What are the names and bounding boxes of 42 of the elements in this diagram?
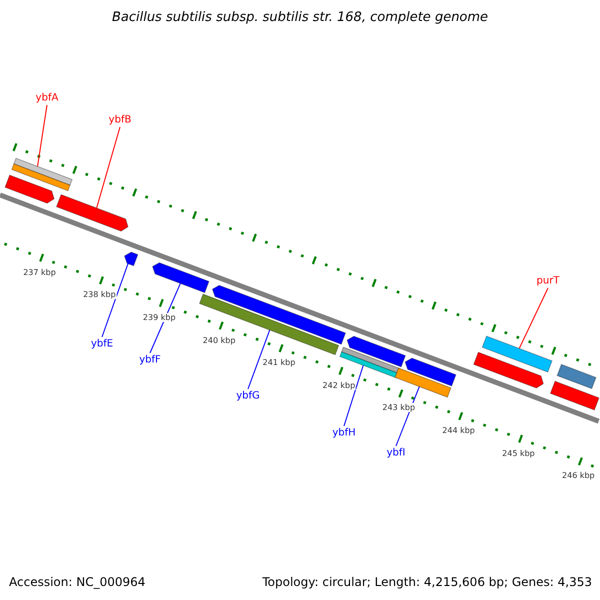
scale-label: 242 kbp	[322, 380, 356, 390]
footer-text: Accession: NC_000964	[9, 575, 146, 589]
gene-label: ybfE	[90, 338, 114, 350]
gene-feature	[550, 380, 600, 410]
scale-label: 237 kbp	[22, 268, 57, 277]
gene-label: ybfI	[386, 448, 406, 458]
gene-feature	[124, 252, 138, 266]
gene-feature	[56, 194, 128, 232]
gene-label: purT	[536, 276, 560, 286]
gene-feature	[394, 368, 452, 398]
gene-feature	[473, 352, 544, 388]
gene-feature	[482, 336, 553, 373]
gene-feature	[199, 294, 340, 356]
scale-label: 243 kbp	[381, 403, 416, 412]
scale-label: 244 kbp	[441, 426, 476, 436]
gene-label: ybfF	[139, 354, 161, 366]
gene-feature	[556, 364, 596, 390]
gene-feature	[11, 158, 73, 192]
scale-label: 241 kbp	[262, 358, 296, 368]
gene-label: ybfH	[332, 428, 356, 438]
leader-line	[37, 104, 48, 167]
leader-line	[248, 330, 270, 390]
leader-line	[518, 288, 548, 349]
footer-text: Topology: circular; Length: 4,215,606 bp; Genes: 4,353	[262, 575, 592, 589]
gene-feature	[404, 358, 456, 386]
leader-line	[150, 282, 181, 354]
leader-line	[102, 263, 128, 338]
title: Bacillus subtilis subsp. subtilis str. 168, complete genome	[112, 10, 488, 25]
gene-feature	[346, 336, 406, 368]
gene-label: ybfB	[108, 114, 132, 126]
scale-label: 245 kbp	[501, 448, 536, 458]
leader-line	[344, 364, 364, 426]
leader-line	[96, 126, 120, 208]
scale-label: 239 kbp	[142, 312, 177, 322]
scale-label: 238 kbp	[82, 290, 117, 300]
gene-feature	[339, 346, 400, 378]
gene-label: ybfG	[236, 390, 260, 402]
scale-label: 246 kbp	[561, 471, 596, 480]
gene-feature	[4, 174, 55, 204]
gene-label: ybfA	[36, 92, 58, 104]
scale-label: 240 kbp	[202, 336, 236, 345]
gene-feature	[152, 262, 210, 294]
